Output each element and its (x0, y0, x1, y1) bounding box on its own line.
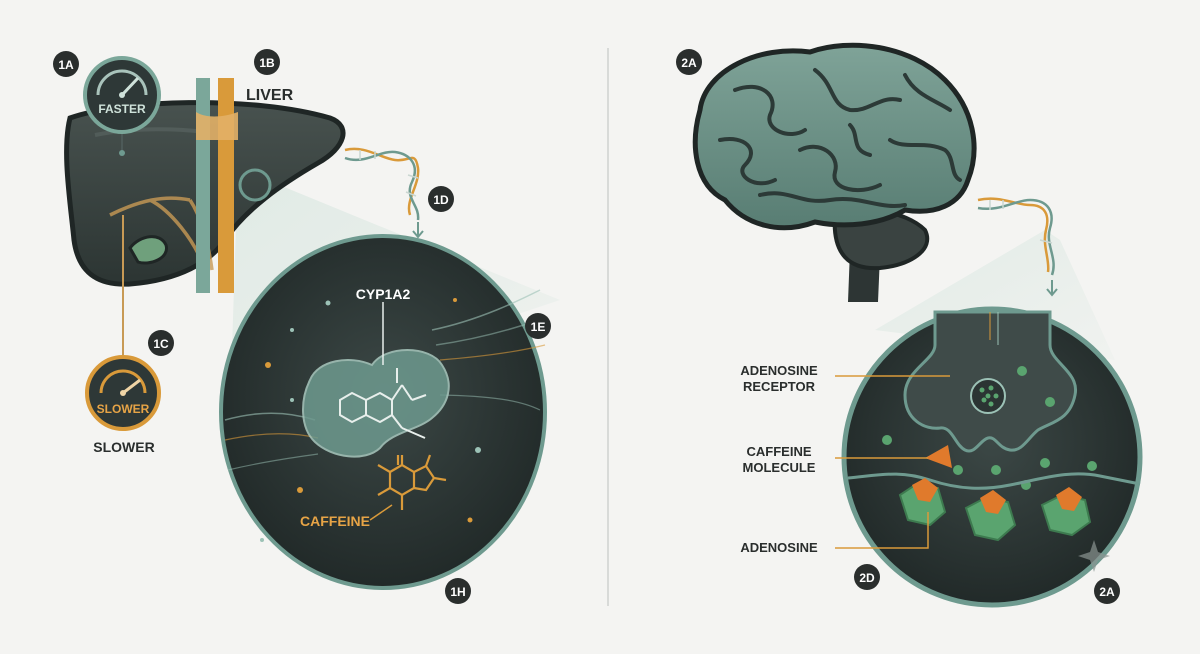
gauge-fast-label: FASTER (98, 102, 146, 116)
adenosine-receptor-label-line2: RECEPTOR (743, 379, 816, 394)
molecule-icon (339, 368, 427, 439)
liver-icon (64, 78, 346, 293)
caffeine-molecule-label-line1: CAFFEINE (747, 444, 812, 459)
speedometer-icon (83, 56, 161, 156)
badge-1d: 1D (428, 186, 454, 212)
gauge-slow-label: SLOWER (97, 402, 150, 416)
dna-icon (977, 197, 1058, 297)
adenosine-label: ADENOSINE (740, 540, 818, 555)
badge-1b: 1B (254, 49, 280, 75)
speedometer-icon (85, 355, 161, 431)
adenosine-receptor-label-line1: ADENOSINE (740, 363, 818, 378)
badge-1a: 1A (53, 51, 79, 77)
slower-caption: SLOWER (93, 439, 154, 455)
svg-text:2D: 2D (859, 571, 875, 585)
svg-text:1C: 1C (153, 337, 169, 351)
svg-text:1E: 1E (531, 320, 546, 334)
brain-icon (692, 42, 977, 302)
badge-2a-top: 2A (676, 49, 702, 75)
badge-2d: 2D (854, 564, 880, 590)
svg-text:1A: 1A (58, 58, 74, 72)
svg-text:2A: 2A (1099, 585, 1115, 599)
badge-2a-bottom: 2A (1094, 578, 1120, 604)
caffeine-label: CAFFEINE (300, 513, 370, 529)
svg-text:1D: 1D (433, 193, 449, 207)
badge-1e: 1E (525, 313, 551, 339)
badge-1h: 1H (445, 578, 471, 604)
caffeine-molecule-label-line2: MOLECULE (743, 460, 816, 475)
svg-text:1B: 1B (259, 56, 275, 70)
dna-icon (344, 147, 424, 239)
adenosine-callout (835, 512, 929, 549)
liver-label: LIVER (246, 87, 294, 104)
svg-text:1H: 1H (450, 585, 465, 599)
hepatocyte-zoom (219, 234, 547, 590)
badge-1c: 1C (148, 330, 174, 356)
caffeine-pointer (369, 504, 393, 521)
caffeine-molecule-icon (377, 454, 447, 510)
synapse-icon (841, 306, 1143, 608)
enzyme-label: CYP1A2 (356, 286, 411, 302)
svg-text:2A: 2A (681, 56, 697, 70)
